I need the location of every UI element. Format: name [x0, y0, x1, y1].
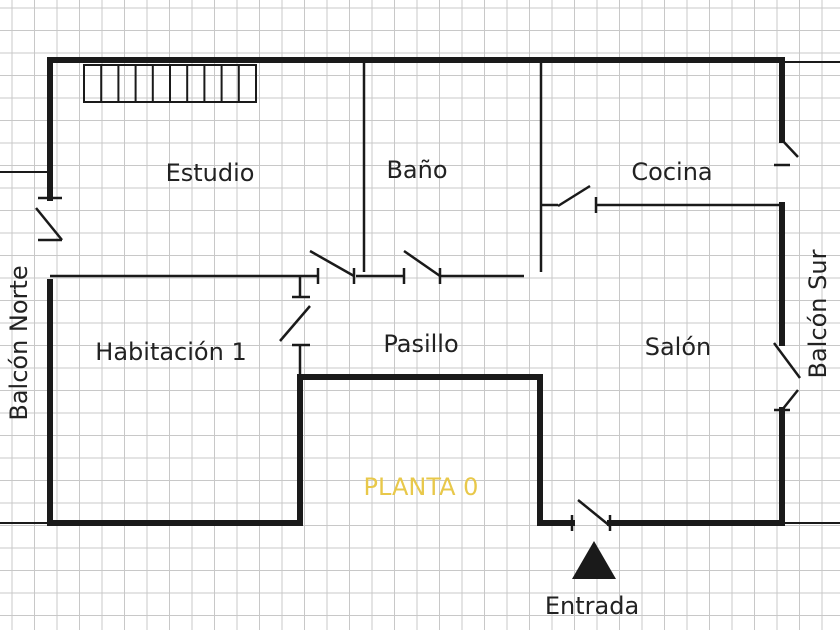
plan-title: PLANTA 0 — [363, 473, 479, 501]
door-cocina — [541, 184, 598, 213]
door-balcon-norte — [35, 196, 63, 242]
door-balcon-sur-bottom — [772, 342, 802, 412]
room-label-estudio: Estudio — [165, 159, 255, 187]
doors — [35, 139, 802, 531]
room-label-bano: Baño — [386, 156, 448, 184]
balcony-label-sur: Balcón Sur — [804, 249, 832, 379]
door-bano — [402, 249, 442, 284]
door-entrada — [570, 499, 612, 531]
interior-walls — [50, 60, 782, 377]
room-label-pasillo: Pasillo — [383, 330, 459, 358]
balcony-label-norte: Balcón Norte — [5, 265, 33, 421]
door-estudio — [309, 249, 356, 284]
exterior-thin-lines — [0, 61, 840, 524]
room-label-cocina: Cocina — [631, 158, 713, 186]
exterior-walls — [47, 57, 785, 526]
room-label-salon: Salón — [644, 333, 712, 361]
door-habitacion — [279, 295, 311, 347]
triangle-marker-icon — [572, 541, 616, 579]
door-balcon-sur-top — [774, 139, 799, 167]
room-label-habitacion: Habitación 1 — [95, 338, 247, 366]
stairs-icon — [83, 64, 257, 103]
entrance-label: Entrada — [544, 592, 640, 620]
